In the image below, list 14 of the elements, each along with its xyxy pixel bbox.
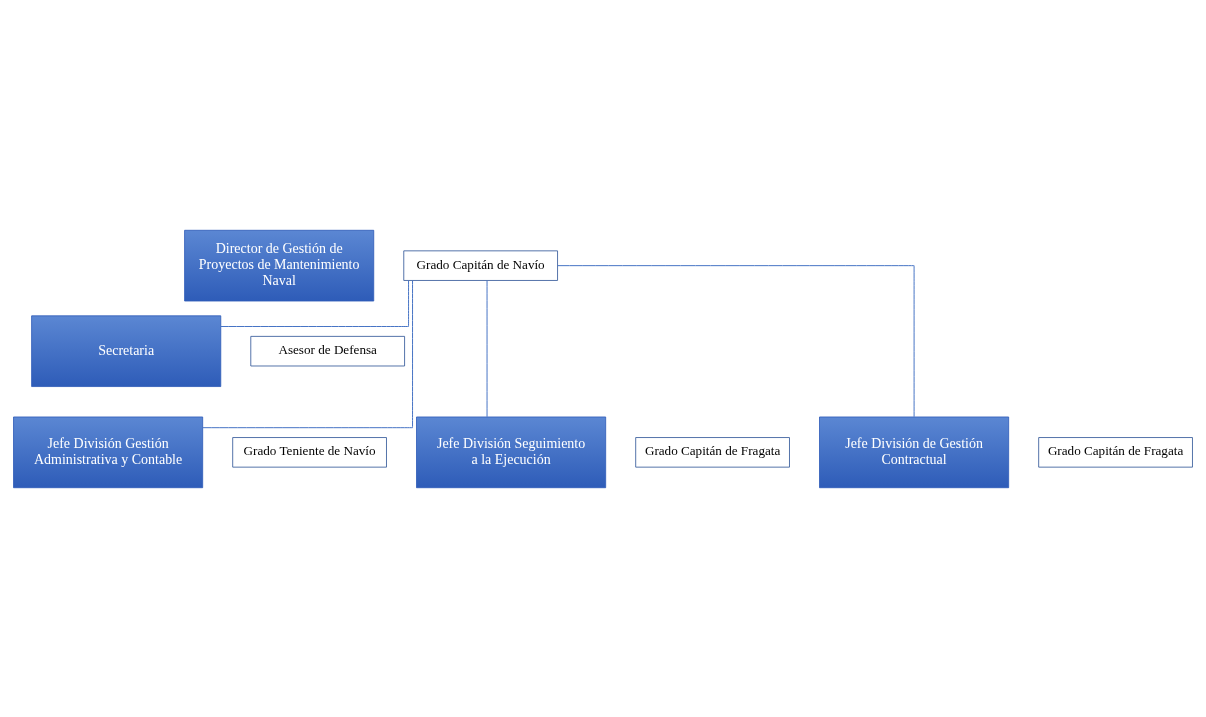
node-box: Jefe División Seguimiento a la Ejecución (416, 416, 607, 488)
node-box: Jefe División de Gestión Contractual (819, 416, 1010, 488)
node-box: Jefe División Gestión Administrativa y Contable (13, 416, 204, 488)
connector (220, 279, 410, 327)
node-box: Grado Capitán de Navío (403, 249, 558, 281)
node-box: Grado Capitán de Fragata (1038, 436, 1193, 468)
node-box: Secretaria (31, 314, 222, 387)
node-box: Director de Gestión de Proyectos de Mantenimiento Naval (184, 229, 375, 301)
connector (202, 279, 414, 428)
node-box: Grado Capitán de Fragata (635, 436, 790, 468)
node-box: Grado Teniente de Navío (232, 436, 387, 468)
node-box: Asesor de Defensa (250, 335, 405, 366)
connector (486, 279, 488, 417)
connector (557, 264, 915, 417)
